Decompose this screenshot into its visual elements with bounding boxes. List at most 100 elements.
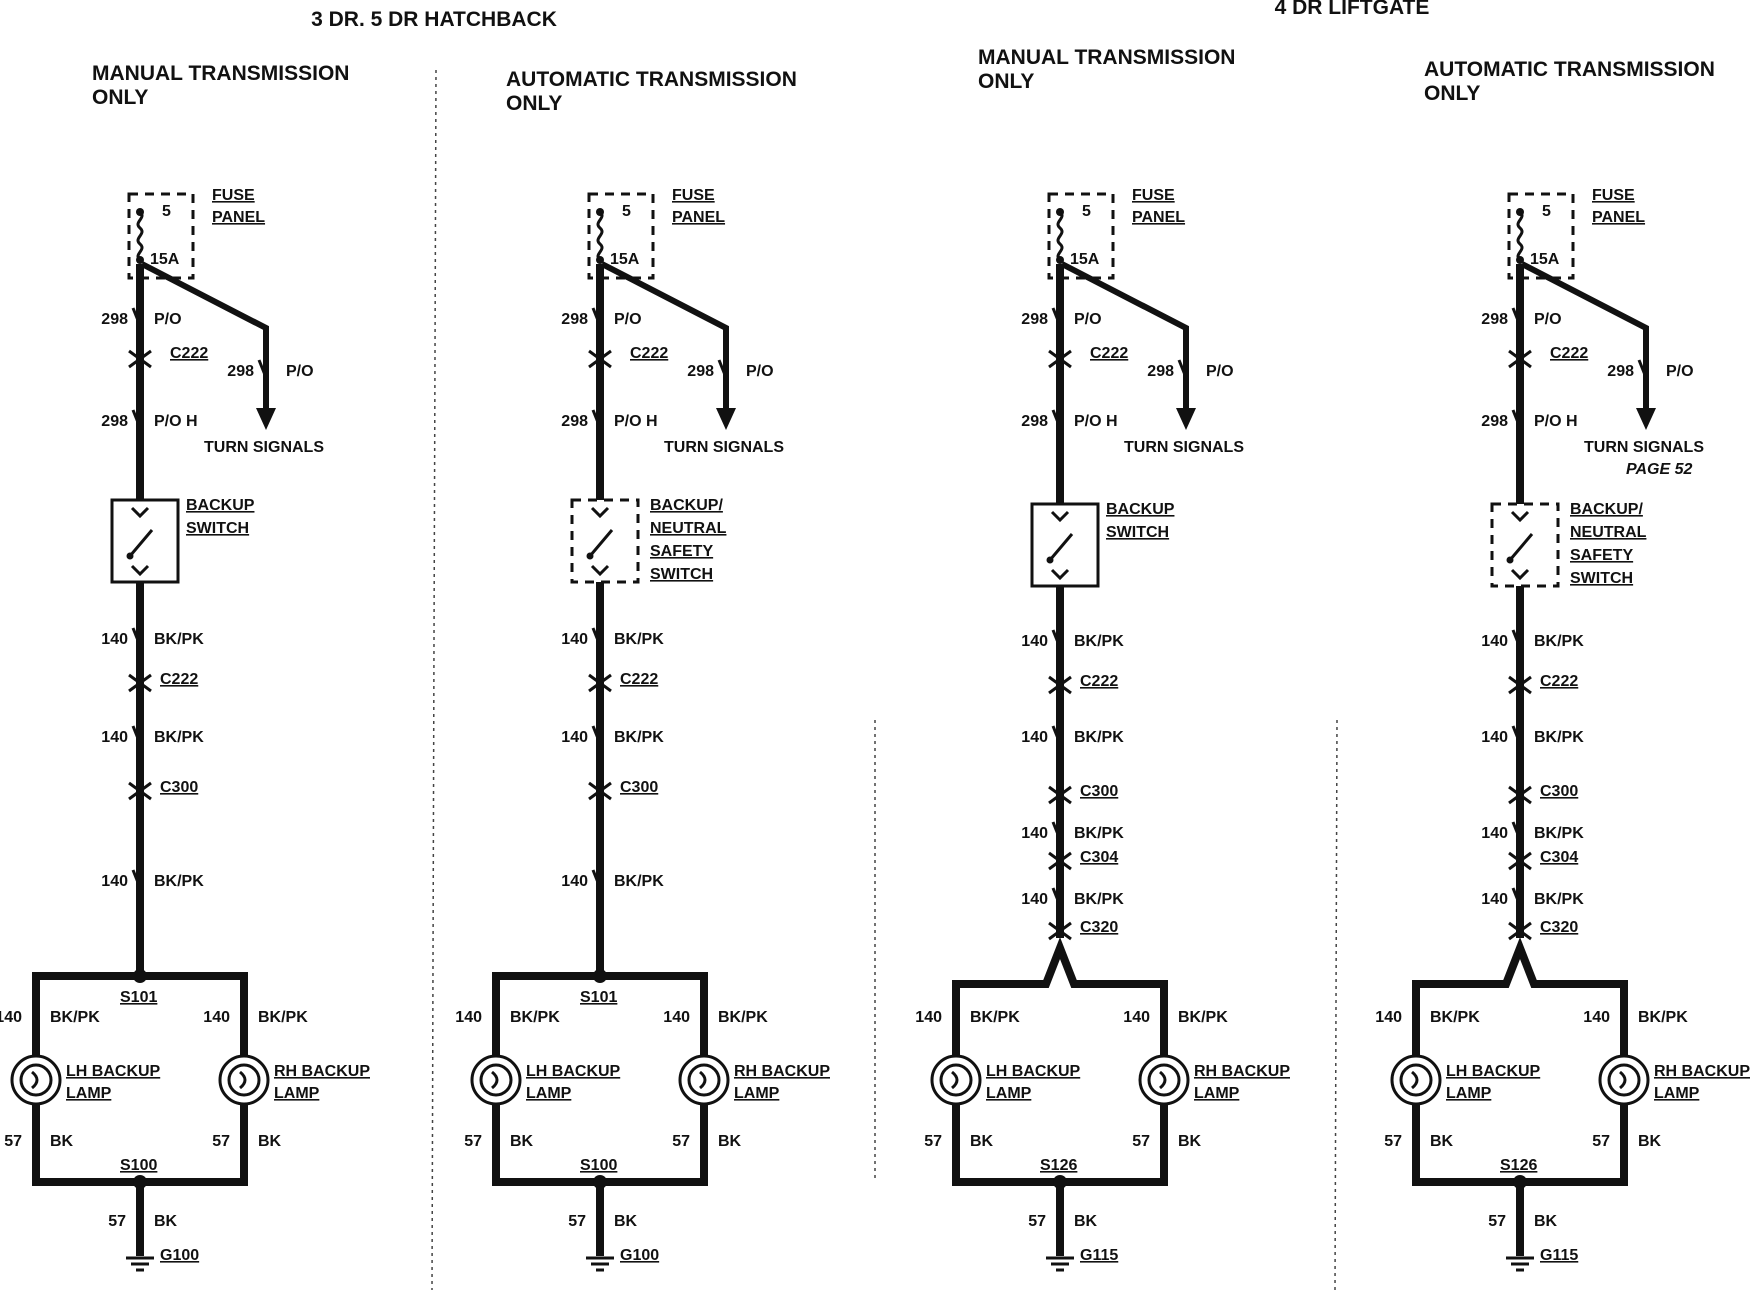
wire-circuit-number: 57 bbox=[1132, 1133, 1150, 1150]
wire-circuit-number: 140 bbox=[1021, 891, 1048, 908]
wire-color: BK bbox=[1638, 1133, 1662, 1150]
branch-wire bbox=[1412, 936, 1628, 1056]
wire-circuit-number: 298 bbox=[1021, 413, 1048, 430]
connector-id: C300 bbox=[1080, 783, 1118, 800]
wire-tick bbox=[1051, 629, 1063, 651]
wire-tick bbox=[591, 869, 603, 891]
connector-id: C320 bbox=[1540, 919, 1578, 936]
switch-terminal-top bbox=[1510, 510, 1530, 523]
group-title: 4 DR LIFTGATE bbox=[1275, 0, 1430, 19]
lamp-label: LAMP bbox=[1446, 1085, 1492, 1102]
wire-circuit-number: 140 bbox=[1481, 633, 1508, 650]
connector bbox=[588, 781, 612, 801]
turn-signals-label: TURN SIGNALS bbox=[1124, 439, 1244, 456]
lamp-ring bbox=[227, 1063, 261, 1097]
wire-circuit-number: 57 bbox=[568, 1213, 586, 1230]
switch-label: SAFETY bbox=[650, 543, 713, 560]
wire-tick bbox=[591, 627, 603, 649]
separator-line bbox=[431, 69, 437, 1291]
fuse-rating: 15A bbox=[610, 251, 640, 268]
panel-heading: MANUAL TRANSMISSION bbox=[92, 62, 349, 85]
connector bbox=[1048, 785, 1072, 805]
connector-id: C222 bbox=[1540, 673, 1578, 690]
switch-terminal-top bbox=[590, 506, 610, 519]
turn-signals-label: TURN SIGNALS bbox=[664, 439, 784, 456]
wire-color: BK/PK bbox=[614, 631, 664, 648]
connector-id: C222 bbox=[1090, 345, 1128, 362]
lamp-ring bbox=[1607, 1063, 1641, 1097]
wire-circuit-number: 298 bbox=[101, 413, 128, 430]
lamp-filament-icon bbox=[699, 1070, 707, 1090]
panel-heading: AUTOMATIC TRANSMISSION bbox=[506, 68, 797, 91]
wire-color: BK/PK bbox=[970, 1009, 1020, 1026]
arrow-down-icon bbox=[716, 408, 736, 430]
wire-circuit-number: 140 bbox=[1021, 729, 1048, 746]
wire-tick bbox=[1051, 725, 1063, 747]
wire-color: P/O bbox=[1666, 363, 1694, 380]
arrow-down-icon bbox=[256, 408, 276, 430]
page-reference: PAGE 52 bbox=[1626, 461, 1693, 478]
wire-circuit-number: 140 bbox=[203, 1009, 230, 1026]
connector-id: C222 bbox=[620, 671, 658, 688]
wire-circuit-number: 140 bbox=[1021, 633, 1048, 650]
arrow-down-icon bbox=[1636, 408, 1656, 430]
wire-color: BK bbox=[258, 1133, 282, 1150]
wire-tick bbox=[131, 307, 143, 329]
fuse-icon bbox=[136, 210, 144, 262]
wire-color: P/O bbox=[154, 311, 182, 328]
group-title: 3 DR. 5 DR HATCHBACK bbox=[311, 8, 557, 31]
fuse-terminal bbox=[1056, 208, 1064, 216]
lamp-label: LAMP bbox=[986, 1085, 1032, 1102]
wire-circuit-number: 298 bbox=[1481, 413, 1508, 430]
switch-terminal-top bbox=[130, 506, 150, 519]
fuse-rating: 15A bbox=[150, 251, 180, 268]
connector bbox=[1048, 349, 1072, 369]
wire-color: BK/PK bbox=[154, 631, 204, 648]
lamp-ring bbox=[687, 1063, 721, 1097]
wire-tick bbox=[131, 627, 143, 649]
wire-color: BK/PK bbox=[154, 729, 204, 746]
wire-color: BK/PK bbox=[1074, 729, 1124, 746]
lamp-label: LAMP bbox=[274, 1085, 320, 1102]
wire-circuit-number: 140 bbox=[1481, 825, 1508, 842]
connector-lower-half bbox=[588, 789, 612, 801]
connector-lower-half bbox=[1508, 357, 1532, 369]
group-liftgate: 4 DR LIFTGATE bbox=[1275, 0, 1430, 19]
wire-color: BK/PK bbox=[1074, 825, 1124, 842]
wire-circuit-number: 140 bbox=[455, 1009, 482, 1026]
fuse-number: 5 bbox=[1082, 203, 1091, 220]
wire-label: 140 BK/PK bbox=[1021, 725, 1124, 747]
turn-signal-wire bbox=[140, 261, 269, 414]
wire-color: BK/PK bbox=[1638, 1009, 1688, 1026]
switch-terminal-bottom bbox=[1510, 568, 1530, 581]
splice-id: S101 bbox=[120, 989, 157, 1006]
fuse-terminal bbox=[136, 256, 144, 264]
wire-tick bbox=[591, 307, 603, 329]
wire-circuit-number: 140 bbox=[0, 1009, 22, 1026]
wire-color: BK bbox=[614, 1213, 638, 1230]
connector bbox=[1508, 921, 1532, 941]
lamp-label: LH BACKUP bbox=[526, 1063, 621, 1080]
lamp-label: RH BACKUP bbox=[1654, 1063, 1750, 1080]
fuse-panel-label: FUSE bbox=[672, 187, 715, 204]
connector bbox=[128, 781, 152, 801]
switch-terminal-top bbox=[1050, 510, 1070, 523]
connector-id: C222 bbox=[1080, 673, 1118, 690]
wire-circuit-number: 140 bbox=[1583, 1009, 1610, 1026]
wire-color: BK/PK bbox=[50, 1009, 100, 1026]
wire-color: BK/PK bbox=[258, 1009, 308, 1026]
